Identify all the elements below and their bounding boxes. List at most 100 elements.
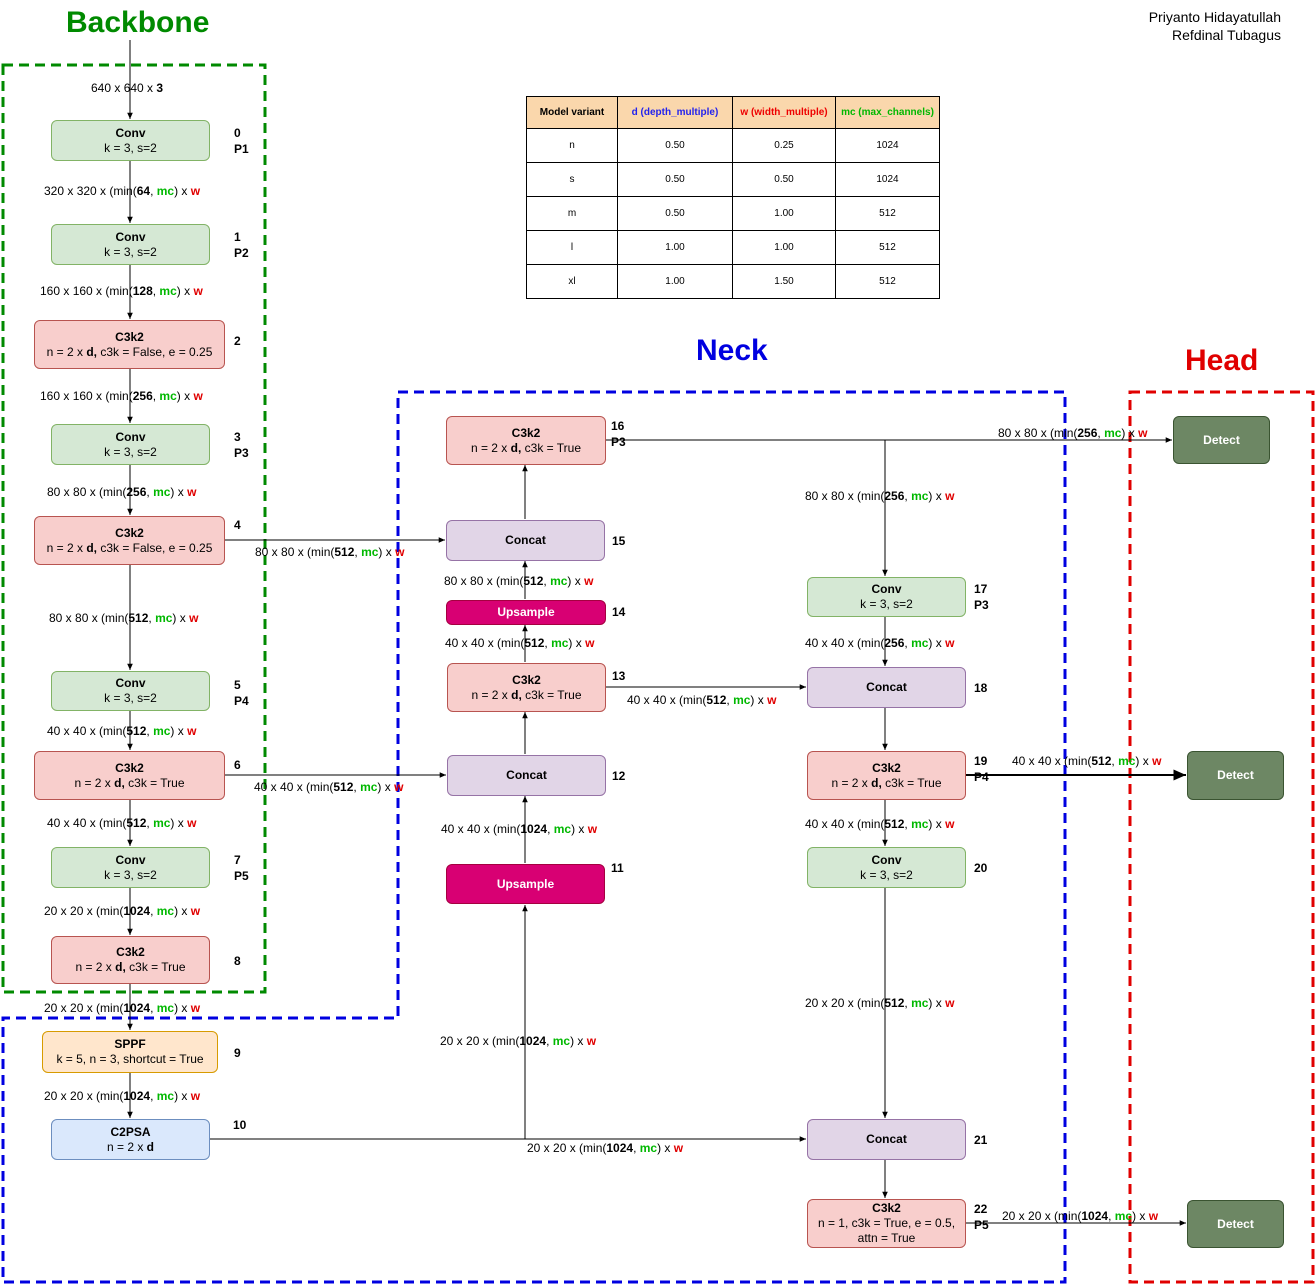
block-params: k = 3, s=2	[860, 597, 913, 611]
label-text: 512	[706, 693, 727, 707]
index-number: 15	[612, 534, 626, 548]
table-cell: 0.50	[732, 162, 836, 197]
label-text: (min(	[96, 1001, 124, 1015]
layer-index-15: 15	[612, 533, 625, 549]
mc-symbol: mc	[155, 611, 173, 625]
w-symbol: w	[187, 485, 197, 499]
edge-shape-label: 40 x 40 x (min(1024, mc) x w	[441, 822, 597, 836]
table-cell: 1024	[835, 128, 940, 163]
table-cell: 0.50	[617, 128, 733, 163]
index-number: 18	[974, 681, 988, 695]
index-number: 6	[234, 758, 241, 772]
layer-index-9: 9	[234, 1045, 241, 1061]
table-cell: l	[526, 230, 618, 265]
label-text: (min(	[99, 724, 127, 738]
label-text: 512	[126, 816, 147, 830]
w-symbol: w	[587, 822, 598, 836]
pyramid-level: P3	[611, 435, 626, 449]
label-text: 20 x 20 x	[527, 1141, 580, 1155]
block-params: k = 3, s=2	[104, 867, 157, 882]
block-name: SPPF	[114, 1037, 146, 1051]
edge-shape-label: 20 x 20 x (min(512, mc) x w	[805, 996, 954, 1010]
table-cell: 0.50	[617, 162, 733, 197]
table-cell: 1.00	[732, 230, 836, 265]
index-number: 20	[974, 861, 988, 875]
label-text: 80 x 80 x	[49, 611, 102, 625]
table-cell: 1024	[835, 162, 940, 197]
table-cell: 1.50	[732, 264, 836, 299]
block-name: Concat	[506, 768, 547, 782]
layer-index-12: 12	[612, 768, 625, 784]
block-name: C2PSA	[110, 1124, 151, 1139]
label-text: (min(	[105, 284, 133, 298]
block-name: Conv	[115, 852, 146, 867]
block-params: n = 2 x d, c3k = True	[471, 688, 581, 703]
table-cell: 0.25	[732, 128, 836, 163]
index-number: 16	[611, 419, 625, 433]
label-text: ) x	[928, 817, 946, 831]
label-text: ,	[354, 545, 362, 559]
concat-block-15: Concat	[446, 520, 605, 561]
label-text: ,	[546, 1034, 553, 1048]
label-text: ,	[543, 574, 551, 588]
label-text: ) x	[170, 816, 188, 830]
concat-block-18: Concat	[807, 667, 966, 708]
label-text: (min(	[1054, 1209, 1082, 1223]
neck-title: Neck	[696, 334, 768, 367]
edge-shape-label: 20 x 20 x (min(1024, mc) x w	[527, 1141, 683, 1155]
depth-symbol: d	[146, 1139, 155, 1154]
label-text: ) x	[1132, 1209, 1149, 1223]
block-name: Concat	[866, 1132, 907, 1146]
index-number: 10	[233, 1118, 247, 1132]
label-text: (min(	[96, 1089, 124, 1103]
label-text: 1024	[519, 1034, 547, 1048]
label-text: 512	[333, 780, 354, 794]
w-symbol: w	[1152, 754, 1162, 768]
col-header-max-channels: mc (max_channels)	[835, 96, 940, 129]
edge-shape-label: 20 x 20 x (min(1024, mc) x w	[44, 1001, 200, 1015]
block-name: C3k2	[872, 760, 901, 775]
label-text: (min(	[306, 780, 334, 794]
block-params: n = 2 x d, c3k = True	[75, 960, 185, 975]
index-number: 2	[234, 334, 241, 348]
label-text: ,	[146, 485, 154, 499]
label-text: 256	[126, 485, 147, 499]
mc-symbol: mc	[552, 1034, 571, 1048]
mc-symbol: mc	[153, 724, 171, 738]
mc-symbol: mc	[156, 184, 175, 198]
label-text: ) x	[170, 485, 188, 499]
w-symbol: w	[193, 284, 203, 298]
pyramid-level: P1	[234, 142, 249, 156]
edge-shape-label: 320 x 320 x (min(64, mc) x w	[44, 184, 200, 198]
label-text: 256	[1077, 426, 1098, 440]
head-title: Head	[1185, 344, 1259, 377]
params-prefix: n = 2 x	[831, 775, 872, 790]
table-cell: 1.00	[732, 196, 836, 231]
edge-shape-label: 20 x 20 x (min(1024, mc) x w	[440, 1034, 596, 1048]
label-text: 512	[128, 611, 149, 625]
head-border	[1128, 390, 1315, 1284]
label-text: ,	[904, 817, 912, 831]
block-params: k = 3, s=2	[104, 444, 157, 459]
label-text: 512	[523, 574, 544, 588]
label-text: 40 x 40 x	[441, 822, 494, 836]
edge-shape-label: 40 x 40 x (min(512, mc) x w	[1012, 754, 1161, 768]
block-params: n = 2 x d	[107, 1140, 154, 1155]
block-params: n = 2 x d, c3k = True	[74, 776, 184, 791]
w-symbol: w	[586, 1034, 597, 1048]
label-text: (min(	[99, 816, 127, 830]
label-text: 1024	[123, 1089, 151, 1103]
backbone-border	[1, 63, 267, 994]
mc-symbol: mc	[361, 545, 379, 559]
pyramid-level: P4	[234, 694, 249, 708]
label-text: (min(	[1064, 754, 1092, 768]
w-symbol: w	[1138, 426, 1148, 440]
